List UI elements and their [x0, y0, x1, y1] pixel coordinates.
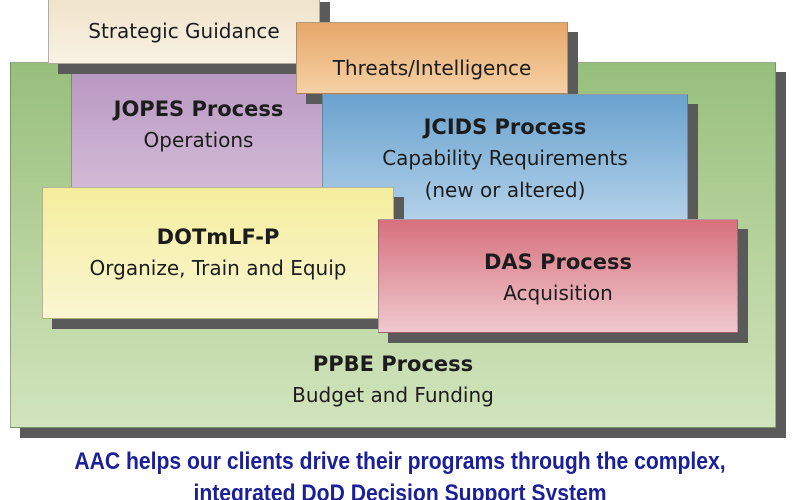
das-title: DAS Process	[484, 250, 632, 274]
threats-intelligence-box: Threats/Intelligence	[296, 22, 568, 94]
ppbe-title: PPBE Process	[312, 352, 474, 376]
diagram-caption: AAC helps our clients drive their progra…	[48, 446, 752, 500]
caption-line-1: AAC helps our clients drive their progra…	[74, 448, 726, 475]
threats-intelligence-label: Threats/Intelligence	[332, 56, 532, 80]
jcids-subtitle: Capability Requirements	[382, 146, 628, 170]
das-process-box: DAS Process Acquisition	[378, 219, 738, 333]
ppbe-subtitle: Budget and Funding	[292, 383, 494, 407]
dotmlf-title: DOTmLF-P	[156, 225, 280, 249]
strategic-guidance-label: Strategic Guidance	[88, 19, 280, 43]
jopes-subtitle: Operations	[143, 128, 254, 152]
strategic-guidance-box: Strategic Guidance	[48, 0, 320, 64]
jopes-process-box: JOPES Process Operations	[71, 56, 326, 190]
das-subtitle: Acquisition	[503, 281, 613, 305]
jopes-title: JOPES Process	[113, 97, 284, 121]
dotmlf-p-box: DOTmLF-P Organize, Train and Equip	[42, 187, 394, 319]
caption-line-2: integrated DoD Decision Support System	[193, 480, 607, 500]
jcids-title: JCIDS Process	[423, 115, 587, 139]
jcids-subtitle-2: (new or altered)	[424, 178, 586, 202]
dotmlf-subtitle: Organize, Train and Equip	[89, 256, 347, 280]
